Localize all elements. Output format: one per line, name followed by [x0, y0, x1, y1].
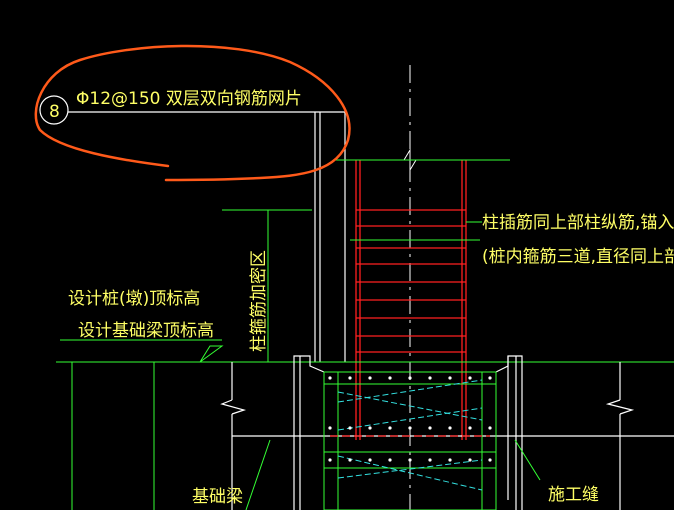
- foundation-beam-label: 基础梁: [192, 487, 243, 507]
- stirrup-zone-label: 柱箍筋加密区: [249, 250, 269, 352]
- construction-joint-label: 施工缝: [548, 485, 599, 505]
- dimension-lines: [56, 159, 674, 510]
- dowel-note-1: 柱插筋同上部柱纵筋,锚入桩内4: [482, 213, 674, 233]
- dowel-note-2: (桩内箍筋三道,直径同上部柱箍: [482, 247, 674, 267]
- callout-circle: [39, 95, 69, 125]
- leader-lines: [245, 221, 541, 510]
- annotation-scribble: [34, 44, 351, 182]
- pile-hatching: [337, 379, 483, 491]
- rebar-dots: [328, 376, 492, 462]
- callout-number: 8: [49, 102, 60, 122]
- callout-text: Φ12@150 双层双向钢筋网片: [76, 89, 302, 109]
- beam-top-elevation-label: 设计基础梁顶标高: [78, 321, 214, 341]
- pile-top-elevation-label: 设计桩(墩)顶标高: [68, 289, 200, 309]
- pile-cage: [323, 371, 497, 510]
- rebar-cage: [355, 160, 467, 440]
- foundation-outline: [220, 355, 674, 510]
